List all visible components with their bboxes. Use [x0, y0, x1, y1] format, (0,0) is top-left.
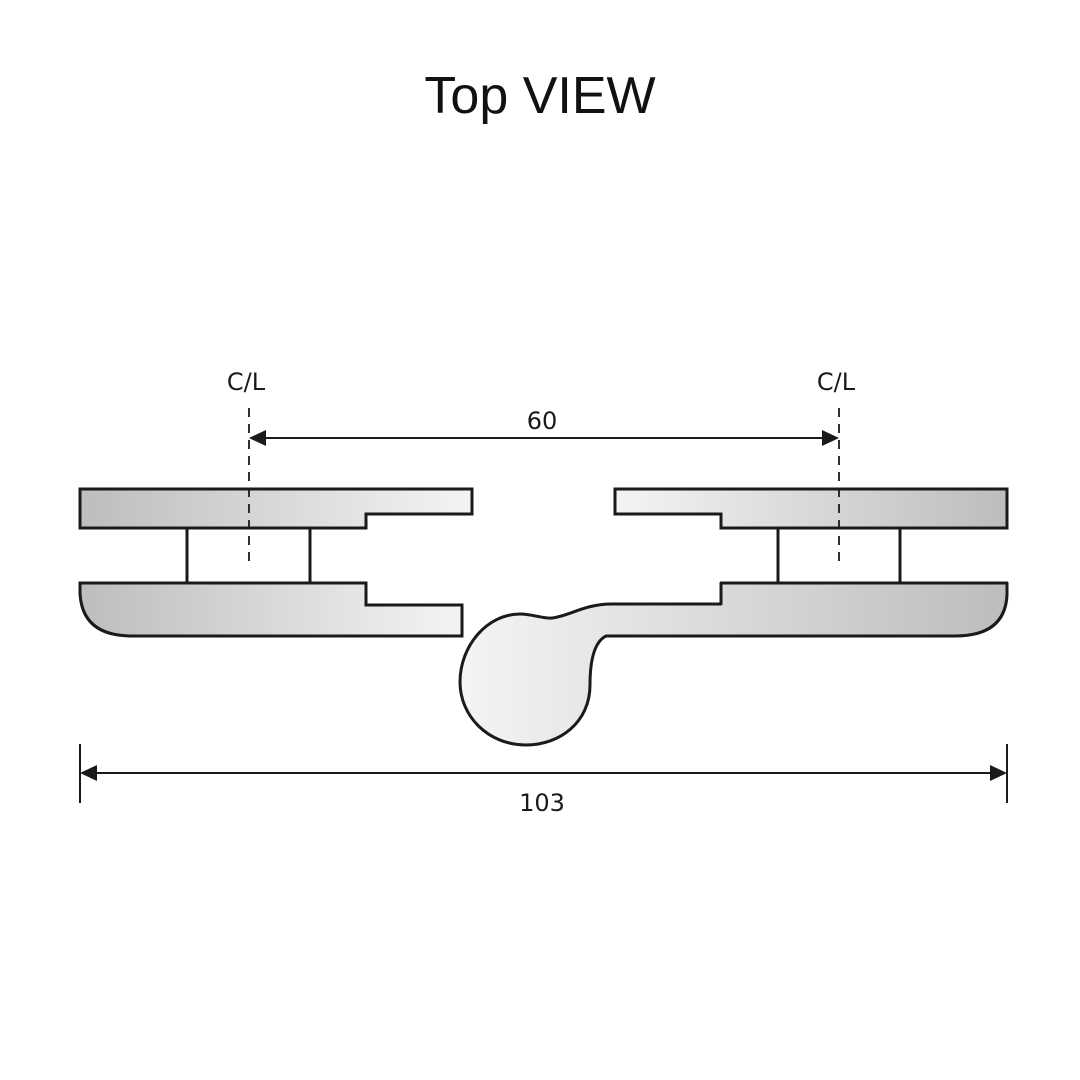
- spacing-arrow-left: [249, 430, 266, 446]
- overall-dimension-label: 103: [519, 789, 565, 817]
- centerline-left-label: C/L: [227, 368, 266, 396]
- right-top-plate: [613, 487, 1009, 530]
- left-top-plate: [78, 487, 474, 530]
- spacing-dimension-label: 60: [527, 407, 558, 435]
- overall-arrow-right: [990, 765, 1007, 781]
- spacing-arrow-right: [822, 430, 839, 446]
- overall-arrow-left: [80, 765, 97, 781]
- right-bottom-plate-with-hinge: [458, 581, 1009, 747]
- left-bottom-plate: [78, 581, 464, 638]
- centerline-right-label: C/L: [817, 368, 856, 396]
- page-title: Top VIEW: [424, 67, 656, 125]
